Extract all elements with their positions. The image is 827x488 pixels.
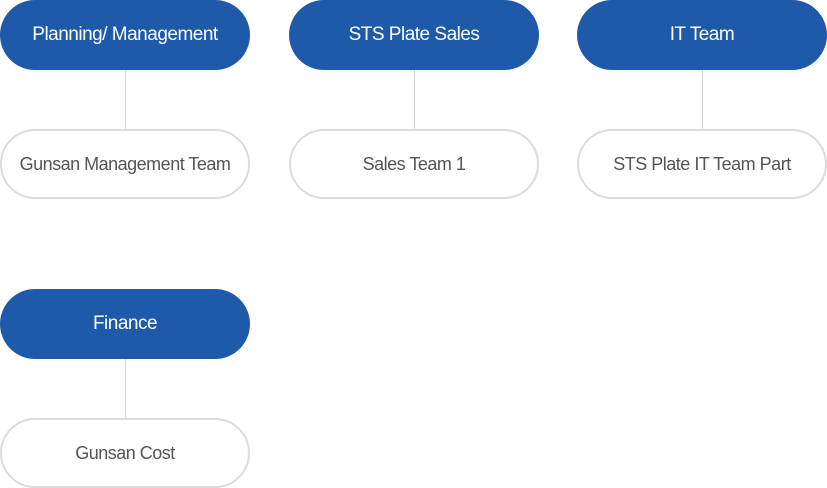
department-box-finance: Finance (0, 289, 250, 359)
org-group-sts-plate-sales: STS Plate Sales Sales Team 1 (289, 0, 539, 199)
org-group-planning-management: Planning/ Management Gunsan Management T… (0, 0, 250, 199)
connector-line (125, 359, 126, 418)
department-box-it-team: IT Team (577, 0, 827, 70)
org-group-it-team: IT Team STS Plate IT Team Part (577, 0, 827, 199)
team-box-gunsan-management-team: Gunsan Management Team (0, 129, 250, 199)
connector-line (414, 70, 415, 129)
org-group-finance: Finance Gunsan Cost (0, 289, 250, 488)
department-box-sts-plate-sales: STS Plate Sales (289, 0, 539, 70)
team-box-sts-plate-it-team-part: STS Plate IT Team Part (577, 129, 827, 199)
team-box-gunsan-cost: Gunsan Cost (0, 418, 250, 488)
team-box-sales-team-1: Sales Team 1 (289, 129, 539, 199)
department-box-planning-management: Planning/ Management (0, 0, 250, 70)
connector-line (125, 70, 126, 129)
connector-line (702, 70, 703, 129)
